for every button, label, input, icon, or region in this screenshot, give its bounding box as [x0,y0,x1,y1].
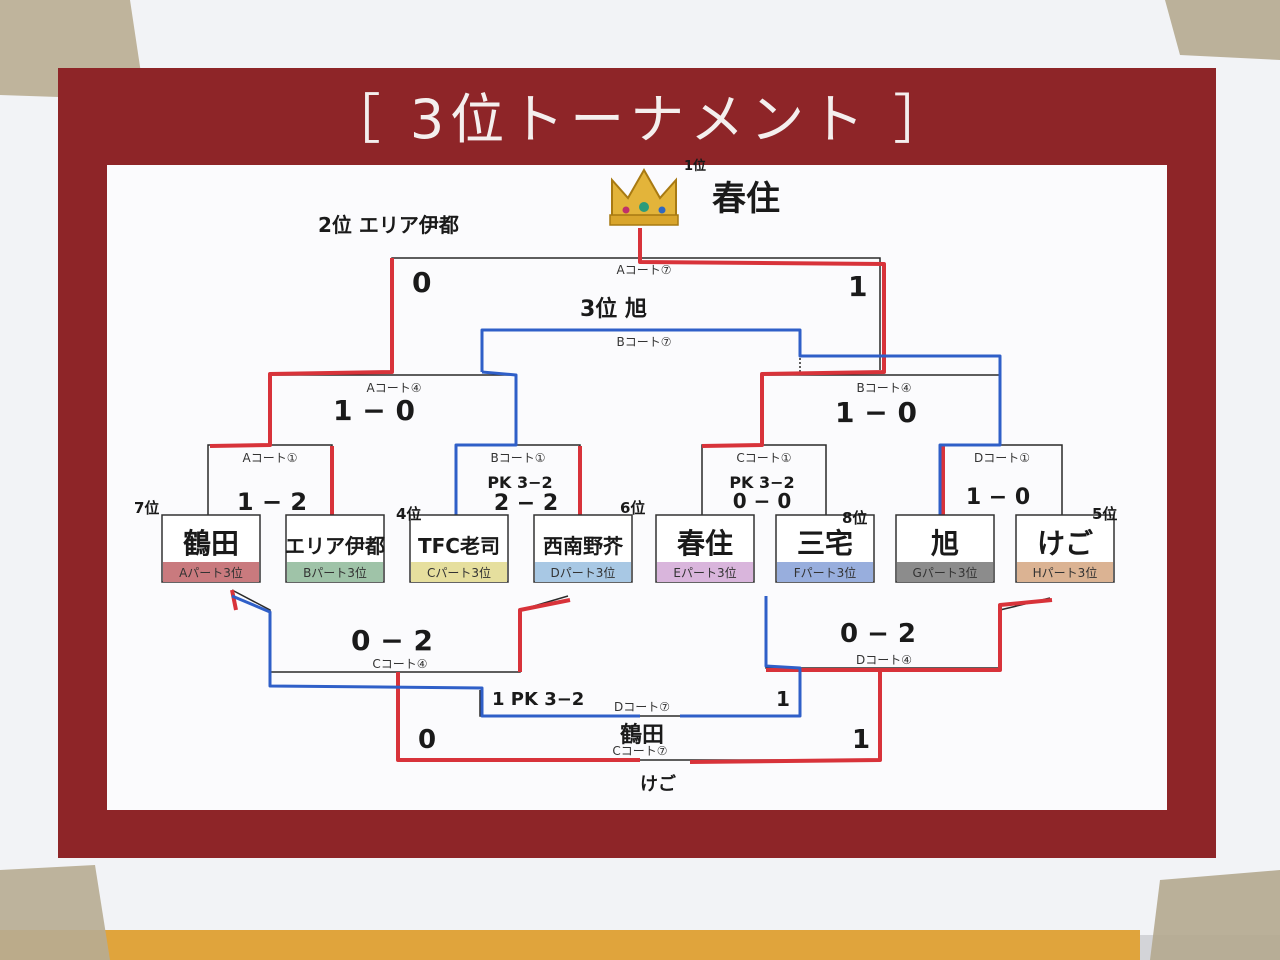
team-name: 旭 [931,527,959,560]
court-lower-right: Dコート④ [856,653,912,667]
court-qf1: Aコート① [243,451,298,465]
team-rank: 6位 [620,499,645,517]
score-semi-left: 1 − 0 [333,394,415,427]
team-name: TFC老司 [418,534,500,558]
score-qf4: 1 − 0 [966,485,1030,510]
team-box: 三宅 Fパート3位 8位 [775,509,875,583]
score-qf2-pk: PK 3−2 [487,473,552,492]
team-box: 西南野芥 Dパート3位 6位 [533,499,645,583]
score-qf3: 0 − 0 [733,489,792,513]
bracket-panel [107,165,1167,810]
court-lower-final: Cコート⑦ [612,744,667,758]
score-lower-left: 0 − 2 [351,624,433,657]
team-part-band [535,562,631,582]
court-qf3: Cコート① [736,451,791,465]
team-part-band [897,562,993,582]
court-semi-left: Aコート④ [367,381,422,395]
team-box: 旭 Gパート3位 [895,514,995,583]
team-box: TFC老司 Cパート3位 4位 [396,505,509,583]
champion-rank: 1位 [684,158,706,174]
score-qf3-pk: PK 3−2 [729,473,794,492]
team-name: 三宅 [797,527,853,560]
score-lower-right: 0 − 2 [840,619,916,649]
court-qf2: Bコート① [491,451,546,465]
team-part-label: Cパート3位 [427,565,491,580]
team-part-label: Eパート3位 [673,565,736,580]
score-lower-final-left: 0 [418,725,436,755]
team-name: 春住 [677,527,733,560]
lower-winner-label: 鶴田 [620,722,664,748]
team-part-band [411,562,507,582]
score-final-right: 1 [848,270,867,303]
score-lower-mid-left: 1 PK 3−2 [492,689,584,710]
team-part-band [777,562,873,582]
tape-top-right [1165,0,1280,60]
runner-up-label: 2位 エリア伊都 [318,213,459,237]
team-rank: 4位 [396,505,421,523]
score-qf1: 1 − 2 [237,488,307,516]
team-part-label: Aパート3位 [179,565,243,580]
team-part-band [657,562,753,582]
team-name: 西南野芥 [543,534,624,558]
team-rank: 5位 [1092,505,1117,523]
team-name: エリア伊都 [285,534,385,558]
team-part-label: Bパート3位 [303,565,367,580]
tape-bottom-left [0,865,110,960]
team-box: 鶴田 Aパート3位 7位 [134,499,261,583]
team-name: けご [1037,527,1093,560]
crown-icon [609,167,679,226]
lower-loser-label: けご [640,773,676,795]
team-part-band [287,562,383,582]
court-lower-mid: Dコート⑦ [614,700,670,714]
blue-marker-lines [231,328,1002,718]
team-rank: 8位 [842,509,867,527]
third-place-label: 3位 旭 [580,296,647,322]
court-third: Bコート⑦ [617,335,672,349]
team-name: 鶴田 [183,527,239,560]
team-box: 春住 Eパート3位 [655,514,755,583]
red-marker-lines [209,228,1053,764]
team-part-label: Fパート3位 [794,565,857,580]
yellow-board-edge [0,930,1140,960]
score-final-left: 0 [412,266,431,299]
team-part-label: Dパート3位 [551,565,616,580]
score-qf2: 2 − 2 [494,491,558,516]
court-semi-right: Bコート④ [857,381,912,395]
score-lower-final-right: 1 [852,725,870,755]
score-semi-right: 1 − 0 [835,396,917,429]
tape-bottom-right [1150,870,1280,960]
team-box: エリア伊都 Bパート3位 [285,514,385,583]
team-rank: 7位 [134,499,159,517]
score-lower-mid-right: 1 [776,687,790,711]
champion-name: 春住 [712,179,780,219]
team-part-label: Hパート3位 [1033,565,1098,580]
team-part-band [1017,562,1113,582]
team-part-label: Gパート3位 [913,565,978,580]
court-lower-left: Cコート④ [372,657,427,671]
court-final: Aコート⑦ [617,263,672,277]
poster-title: ［ 3位トーナメント ］ [327,88,954,151]
court-qf4: Dコート① [974,451,1030,465]
team-part-band [163,562,259,582]
team-box: けご Hパート3位 5位 [1015,505,1117,583]
